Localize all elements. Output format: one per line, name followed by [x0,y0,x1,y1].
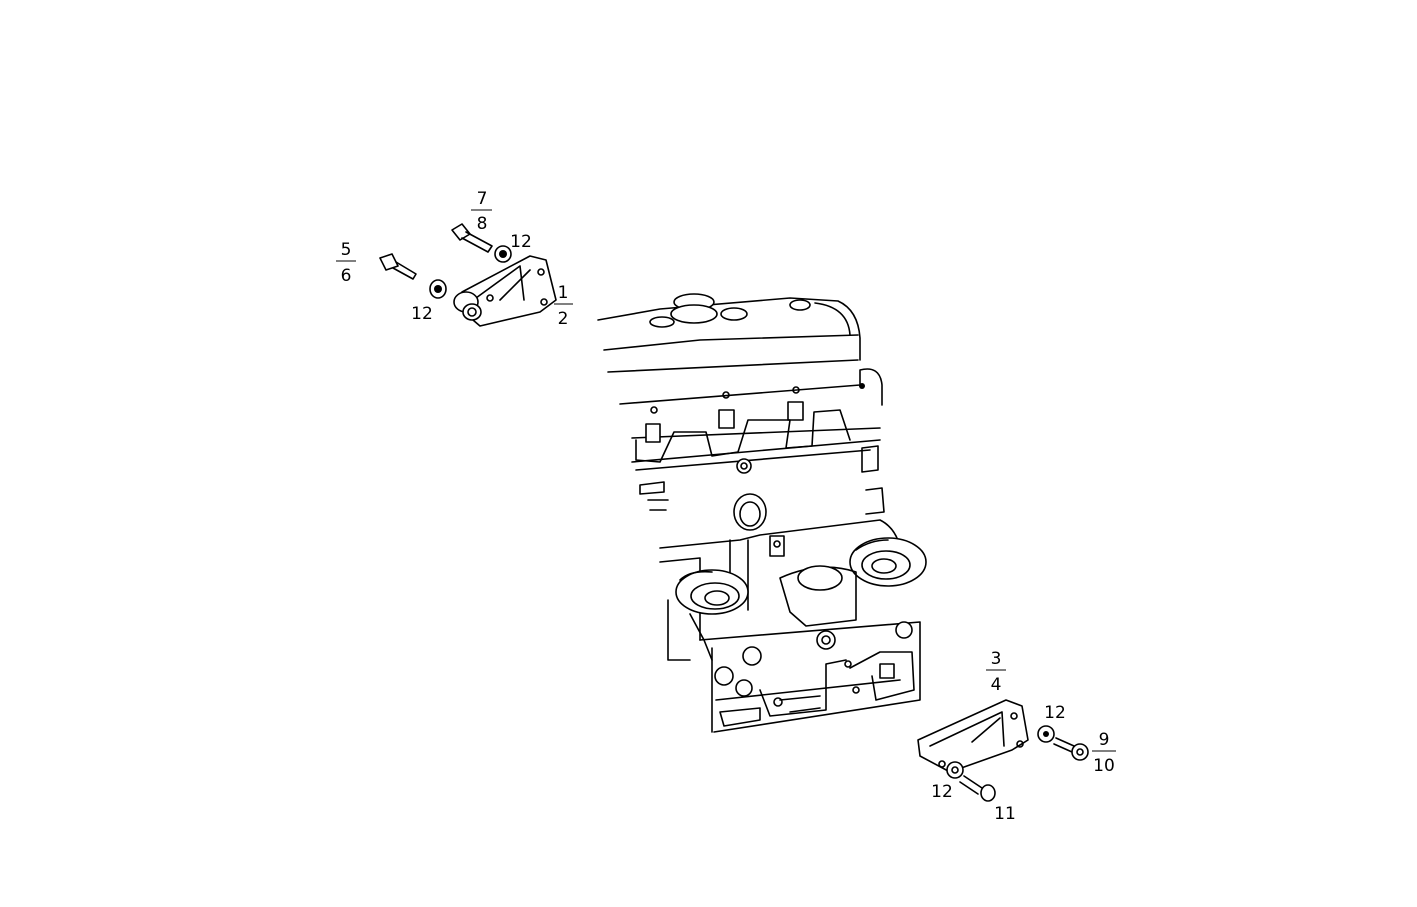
callout-5: 5 [341,240,352,260]
washer-12-bottom [946,761,964,779]
bolt-5-6 [379,253,417,280]
washer-12-right [1037,725,1055,743]
callout-8: 8 [477,214,488,234]
rear-engine-mount-bracket [917,699,1029,773]
callout-2: 2 [558,309,569,329]
callout-6: 6 [341,266,352,286]
front-engine-mount-bracket [453,255,557,327]
callout-9: 9 [1099,730,1110,750]
callout-12-right: 12 [1044,703,1066,723]
bolt-9-10 [1053,737,1089,761]
callout-1-2: 1 2 [554,283,573,329]
bolt-7-8 [451,223,493,253]
washer-12-left [429,279,447,299]
engine-block [597,293,927,733]
callout-1: 1 [558,283,569,303]
callout-3-4: 3 4 [986,649,1006,695]
callout-4: 4 [991,675,1002,695]
callout-5-6: 5 6 [336,240,356,286]
callout-12-bottom: 12 [931,782,953,802]
callout-11: 11 [994,804,1016,824]
callout-10: 10 [1093,756,1115,776]
washer-12-top [494,245,512,263]
callout-12-top: 12 [510,232,532,252]
bolt-11 [959,775,996,802]
callout-7: 7 [477,189,488,209]
callout-12-left: 12 [411,304,433,324]
callout-7-8: 7 8 [471,189,492,234]
callout-9-10: 9 10 [1092,730,1116,776]
callout-3: 3 [991,649,1002,669]
